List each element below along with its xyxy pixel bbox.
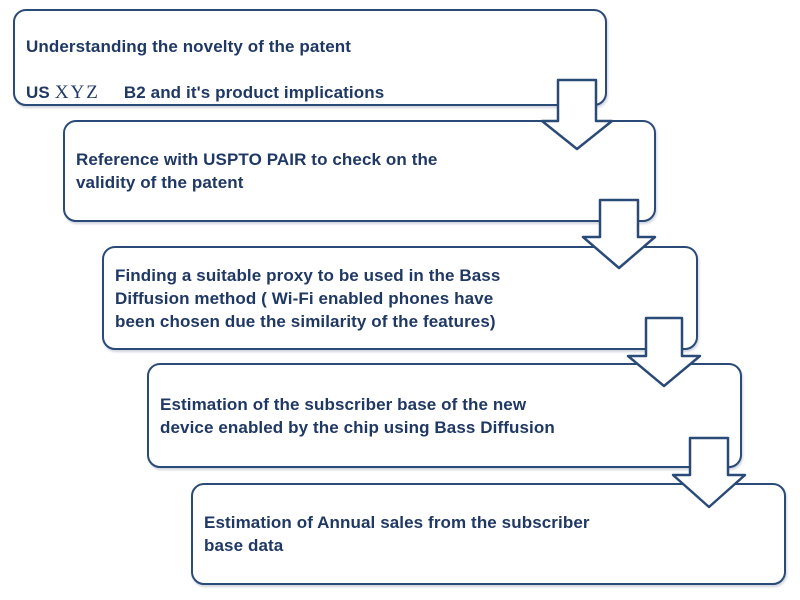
flow-step-1-text: Understanding the novelty of the patent …	[15, 6, 394, 110]
flow-step-1: Understanding the novelty of the patent …	[13, 9, 607, 106]
flow-step-2: Reference with USPTO PAIR to check on th…	[63, 120, 656, 222]
flow-step-1-line2-suffix: B2 and it's product implications	[123, 82, 385, 102]
flow-step-5: Estimation of Annual sales from the subs…	[191, 483, 786, 585]
flow-step-3: Finding a suitable proxy to be used in t…	[102, 246, 698, 350]
flow-step-1-line1: Understanding the novelty of the patent	[26, 36, 352, 56]
flow-step-3-text: Finding a suitable proxy to be used in t…	[115, 265, 501, 331]
flow-step-2-text: Reference with USPTO PAIR to check on th…	[76, 150, 438, 192]
flow-step-1-line2-prefix: US	[26, 82, 50, 102]
patent-number-redacted: XYZ	[54, 81, 100, 103]
flow-step-4-text: Estimation of the subscriber base of the…	[160, 394, 555, 437]
flow-step-4: Estimation of the subscriber base of the…	[147, 363, 742, 468]
flow-step-5-text: Estimation of Annual sales from the subs…	[204, 513, 590, 555]
